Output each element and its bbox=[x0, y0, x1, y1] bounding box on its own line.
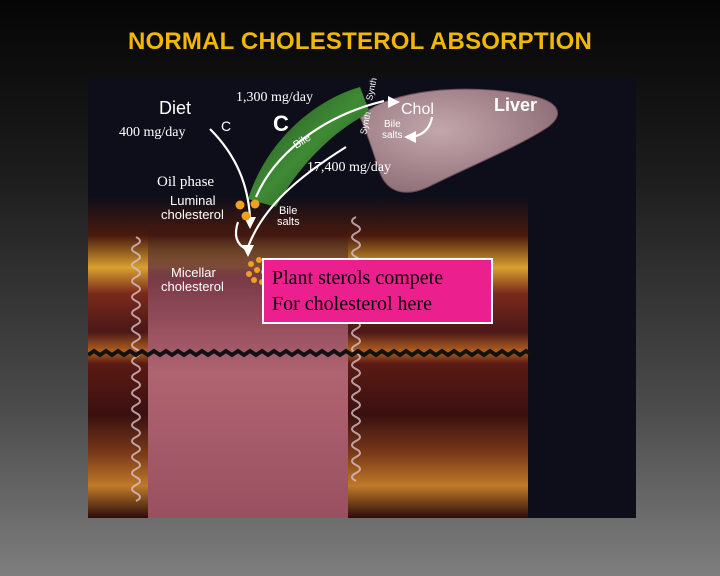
diet-arrow bbox=[209, 128, 252, 218]
bile-salts-liver-line2: salts bbox=[382, 130, 403, 141]
callout-line2: For cholesterol here bbox=[272, 293, 432, 315]
absorption-diagram: Diet C C Chol Liver Bile Synth Synth Bil… bbox=[88, 77, 636, 518]
chol-to-lumen-arrow bbox=[254, 99, 385, 198]
luminal-cholesterol-dots bbox=[235, 199, 260, 221]
arrowheads bbox=[242, 96, 416, 257]
bile-salts-liver-label: Bile salts bbox=[382, 119, 403, 141]
synth-label: Synth bbox=[364, 77, 379, 101]
intestine-wall bbox=[88, 197, 534, 518]
plant-sterols-callout: Plant sterols compete For cholesterol he… bbox=[262, 258, 493, 324]
slide-title: NORMAL CHOLESTEROL ABSORPTION bbox=[127, 28, 593, 55]
liver-label: Liver bbox=[494, 95, 537, 115]
bile-salts-lumen-line2: salts bbox=[277, 216, 300, 228]
big-c-label: C bbox=[273, 111, 289, 136]
bile-flow-annotation: 1,300 mg/day bbox=[236, 90, 313, 105]
diet-intake-annotation: 400 mg/day bbox=[119, 125, 186, 140]
bile-salts-lumen-line1: Bile bbox=[279, 205, 297, 217]
diet-c-label: C bbox=[221, 118, 231, 134]
luminal-cholesterol-label: Luminal cholesterol bbox=[161, 193, 224, 222]
synth-label-2: Synth bbox=[358, 111, 373, 136]
bile-return-arrow bbox=[246, 146, 347, 248]
luminal-cholesterol-line2: cholesterol bbox=[161, 207, 224, 222]
micellar-cholesterol-line1: Micellar bbox=[171, 265, 216, 280]
diet-label: Diet bbox=[159, 98, 191, 118]
bile-salt-flow-annotation: 17,400 mg/day bbox=[307, 160, 391, 175]
micellar-cholesterol-label: Micellar cholesterol bbox=[161, 265, 224, 294]
bile-salts-liver-line1: Bile bbox=[384, 119, 401, 130]
bile-salts-lumen-label: Bile salts bbox=[277, 205, 300, 228]
luminal-cholesterol-line1: Luminal bbox=[170, 193, 216, 208]
liver-shape bbox=[359, 88, 558, 193]
callout-line1: Plant sterols compete bbox=[272, 267, 444, 289]
chol-label: Chol bbox=[401, 101, 434, 118]
oil-phase-annotation: Oil phase bbox=[157, 174, 214, 190]
micellar-cholesterol-line2: cholesterol bbox=[161, 279, 224, 294]
